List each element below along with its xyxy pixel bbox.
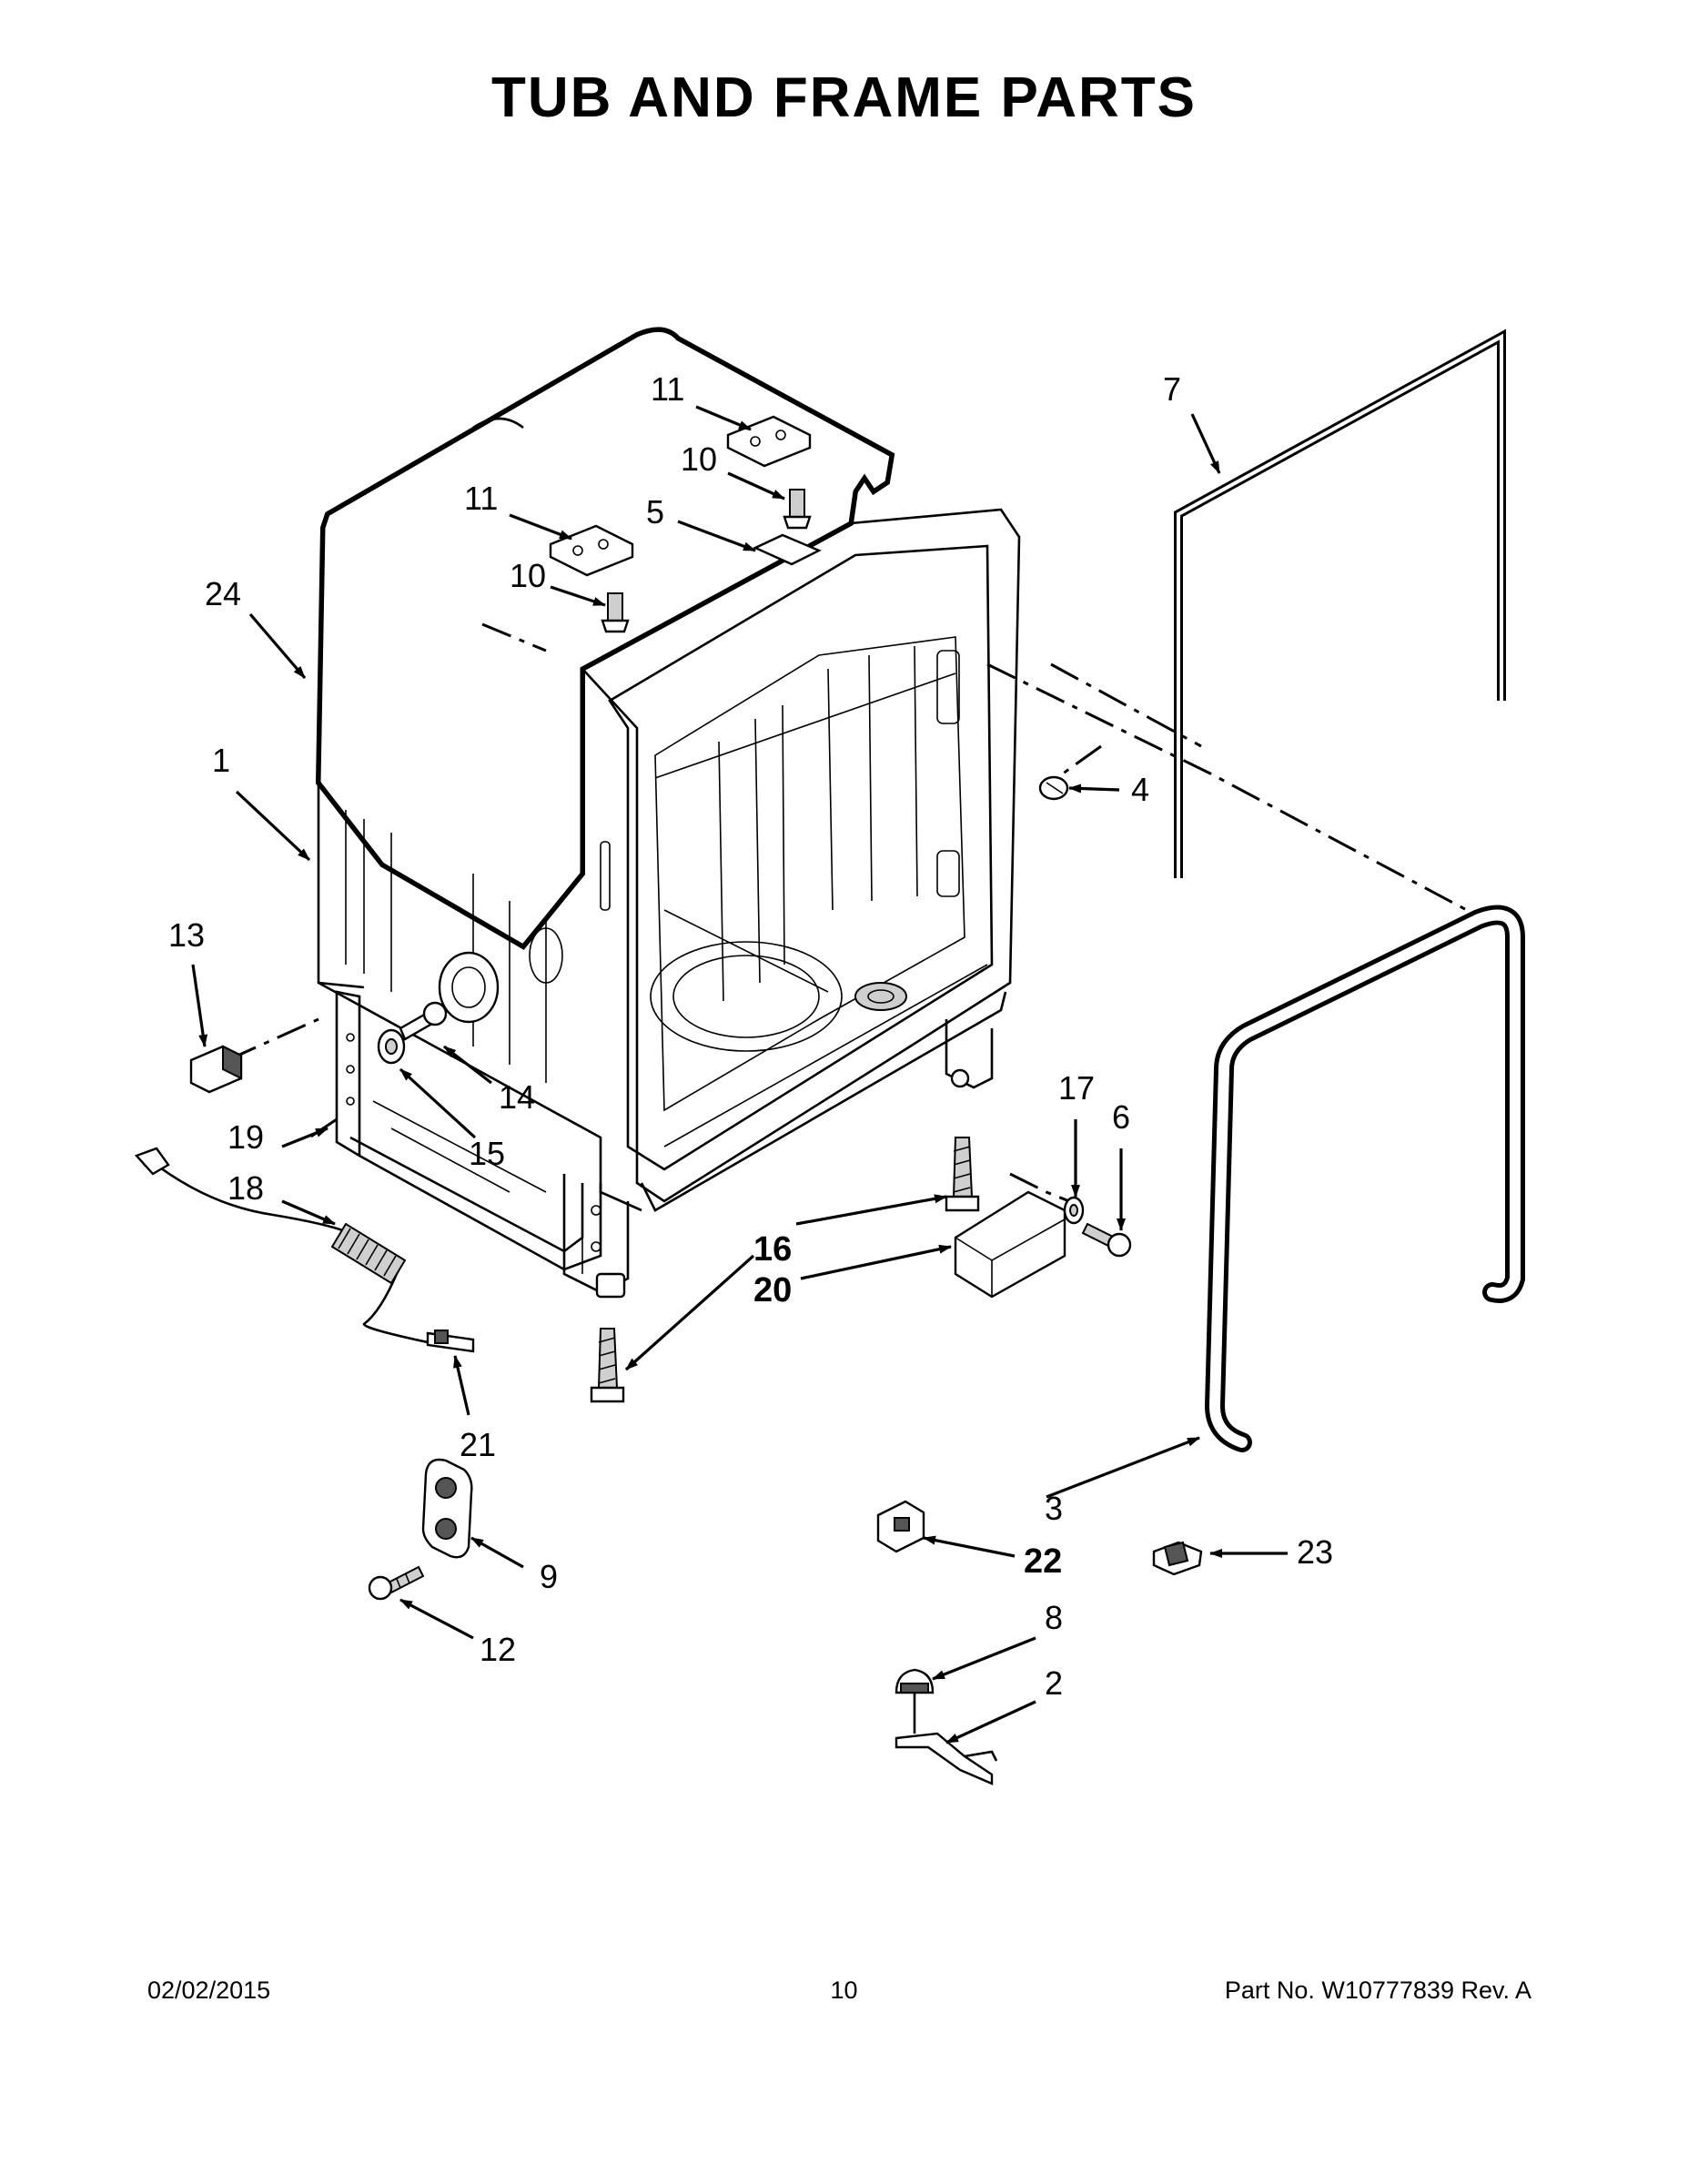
callout-arrows [191,405,1288,1744]
part-20-mount-plate [954,1190,1066,1299]
part-13-clip [189,1045,243,1094]
callout-3: 3 [1045,1490,1063,1527]
part-10-screw-lower [601,592,630,633]
spring-coil [330,1222,407,1285]
callout-19: 19 [227,1118,264,1156]
callout-10-upper: 10 [681,440,717,478]
callout-labels: 11 10 11 10 5 24 1 7 4 13 14 15 19 18 21… [168,370,1333,1702]
callout-12: 12 [480,1631,516,1668]
callout-8: 8 [1045,1599,1063,1636]
callout-21: 21 [460,1426,496,1463]
part-8-cap [895,1668,935,1694]
callout-20: 20 [753,1271,792,1309]
part-18-cable-spring [134,1147,429,1344]
part-21-connector [426,1330,475,1353]
frame-leg-bracket [335,990,994,1299]
callout-15: 15 [469,1135,505,1172]
callout-24: 24 [205,575,241,612]
part-9-bracket [421,1458,473,1559]
part-3-tub-gasket [1204,905,1525,1452]
part-4-plug [1038,775,1069,801]
part-15-washer [377,1028,406,1065]
footer-page-number: 10 [830,1977,858,2004]
part-16-leveling-leg-right [945,1137,980,1212]
footer-part-number: Part No. W10777839 Rev. A [1224,1977,1531,2004]
part-2-bracket [895,1693,998,1785]
page-title: TUB AND FRAME PARTS [490,66,1198,129]
callout-1: 1 [212,742,230,779]
callout-14: 14 [499,1078,535,1116]
part-6-screw [1081,1222,1132,1258]
callout-2: 2 [1045,1664,1063,1702]
callout-10-lower: 10 [510,557,546,594]
part-7-side-gasket [1174,329,1506,878]
callout-4: 4 [1131,771,1149,808]
callout-16: 16 [753,1230,792,1269]
part-23-clip [1152,1541,1203,1576]
callout-17: 17 [1058,1069,1095,1107]
callout-9: 9 [540,1558,558,1595]
part-14-bolt [399,1001,448,1041]
callout-18: 18 [227,1169,264,1207]
footer-date: 02/02/2015 [147,1977,271,2004]
part-12-screw [368,1565,425,1601]
part-10-screw-upper [783,489,812,530]
part-17-washer [1063,1196,1085,1225]
part-22-clip [876,1500,925,1553]
callout-6: 6 [1112,1098,1130,1136]
callout-13: 13 [168,916,205,954]
part-16-leveling-leg-left [590,1328,625,1403]
callout-23: 23 [1297,1533,1333,1571]
callout-7: 7 [1163,370,1181,408]
callout-11-upper: 11 [651,370,684,408]
callout-22: 22 [1024,1542,1062,1581]
callout-11-lower: 11 [464,480,498,517]
callout-5: 5 [646,493,664,531]
tub-assembly [315,327,1021,1212]
